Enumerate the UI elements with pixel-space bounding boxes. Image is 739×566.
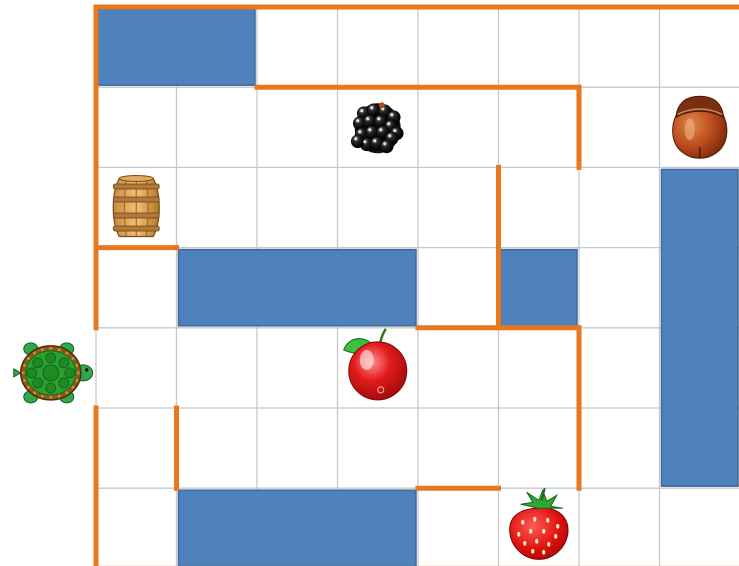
apple-icon [344,329,407,400]
water-block [662,169,739,486]
strawberry-icon [510,488,568,559]
blackberry-icon [351,102,403,153]
turtle-icon [14,343,93,403]
water-block [98,9,255,85]
hazelnut-icon [673,96,727,158]
water-block [501,250,578,326]
barrel-icon [113,176,159,237]
water-block [179,250,417,326]
water-block [179,490,417,566]
